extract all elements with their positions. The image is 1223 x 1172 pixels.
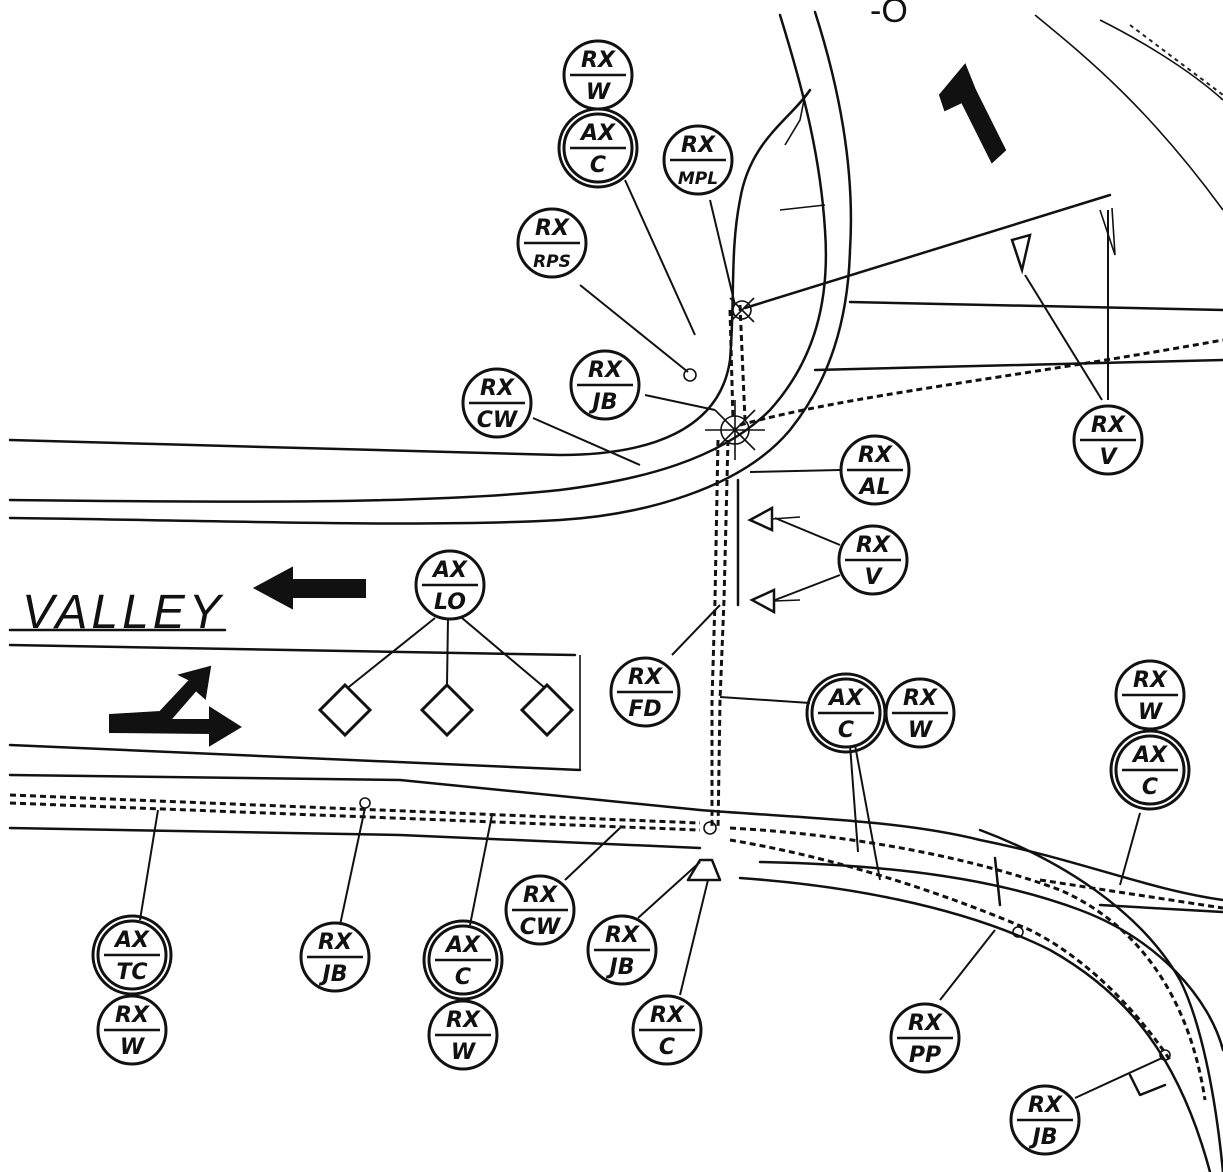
bubble-bottom-text: PP [909, 1043, 941, 1068]
label-bubble: RX CW [504, 874, 576, 946]
label-bubble: RX AL [839, 434, 911, 506]
label-bubble: RX JB [1009, 1084, 1081, 1156]
label-bubble: RX W [1114, 659, 1186, 731]
label-bubble: RX FD [609, 656, 681, 728]
label-bubble: RX CW [461, 367, 533, 439]
label-bubble: RX W [96, 994, 168, 1066]
bubble-bottom-text: W [586, 80, 612, 105]
bubble-bottom-text: C [455, 965, 471, 990]
bubble-top-text: RX [446, 1008, 481, 1033]
bubble-top-text: RX [581, 48, 616, 73]
bubble-top-text: RX [1133, 668, 1168, 693]
bubble-bottom-text: JB [319, 962, 348, 987]
label-bubble: RX V [837, 524, 909, 596]
bubble-top-text: AX [431, 558, 468, 583]
bubble-top-text: RX [858, 443, 893, 468]
label-bubble: RX C [631, 994, 703, 1066]
label-bubble: RX MPL [662, 124, 734, 196]
bubble-bottom-text: V [864, 565, 883, 590]
label-bubble: RX W [884, 677, 956, 749]
bubble-top-text: AX [444, 933, 481, 958]
bubble-outer-ring [557, 107, 639, 189]
bubble-bottom-text: W [120, 1035, 146, 1060]
bubble-bottom-text: MPL [678, 169, 718, 189]
label-bubble: AX C [805, 672, 887, 754]
north-arrow-icon [938, 63, 1007, 164]
bubble-bottom-text: LO [434, 590, 466, 615]
bubble-bottom-text: RPS [533, 252, 571, 272]
loop-detector-middle [419, 682, 475, 738]
bubble-top-text: RX [1091, 413, 1126, 438]
westbound-arrow-icon [252, 566, 366, 610]
bubble-bottom-text: JB [1029, 1125, 1058, 1150]
road-lines [8, 10, 1223, 1172]
bubble-bottom-text: JB [606, 955, 635, 980]
direction-arrows [109, 63, 1007, 747]
bubble-bottom-text: W [908, 718, 934, 743]
bubble-top-text: AX [579, 121, 616, 146]
label-bubble: AX C [557, 107, 639, 189]
bubble-top-text: AX [827, 686, 864, 711]
label-bubble: RX V [1072, 404, 1144, 476]
bubble-bottom-text: TC [116, 960, 147, 985]
leader-lines [139, 179, 1163, 1099]
label-bubble: RX RPS [516, 207, 588, 279]
bubble-top-text: RX [908, 1011, 943, 1036]
loop-detector-right [519, 682, 575, 738]
bubble-bottom-text: C [590, 153, 606, 178]
bubble-bottom-text: JB [589, 390, 618, 415]
bubble-top-text: AX [1131, 743, 1168, 768]
bubble-top-text: RX [318, 930, 353, 955]
label-bubble: AX TC [91, 914, 173, 996]
detector-loops [317, 617, 575, 738]
label-bubble: RX JB [569, 349, 641, 421]
bubble-top-text: RX [681, 133, 716, 158]
label-bubble: RX W [562, 39, 634, 111]
bubble-outer-ring [91, 914, 173, 996]
bubble-top-text: RX [903, 686, 938, 711]
bubble-top-text: RX [523, 883, 558, 908]
label-bubble: RX JB [299, 921, 371, 993]
bubble-top-text: RX [628, 665, 663, 690]
turn-arrow-icon [109, 665, 242, 747]
bubble-bottom-text: W [451, 1040, 477, 1065]
bubble-bottom-text: CW [477, 408, 519, 433]
loop-detector-left [317, 682, 373, 738]
bubble-top-text: RX [605, 923, 640, 948]
conduit-runs [9, 304, 1223, 1101]
bubble-top-text: RX [856, 533, 891, 558]
label-bubble: RX W [427, 999, 499, 1071]
bubble-bottom-text: C [659, 1035, 675, 1060]
label-bubble: RX JB [586, 914, 658, 986]
bubble-bottom-text: W [1138, 700, 1164, 725]
bubble-bottom-text: FD [628, 697, 661, 722]
label-bubble: RX PP [889, 1002, 961, 1074]
top-fragment-text: -O [870, 0, 908, 30]
bubble-outer-ring [1109, 729, 1191, 811]
label-bubble: AX C [422, 919, 504, 1001]
bubble-top-text: RX [588, 358, 623, 383]
bubble-bottom-text: CW [520, 915, 562, 940]
bubble-top-text: RX [1028, 1093, 1063, 1118]
street-name: VALLEY [22, 586, 225, 639]
bubble-top-text: RX [650, 1003, 685, 1028]
bubble-bottom-text: AL [857, 475, 890, 500]
bubble-bottom-text: C [838, 718, 854, 743]
bubble-top-text: RX [115, 1003, 150, 1028]
bubble-bottom-text: V [1099, 445, 1118, 470]
bubble-top-text: RX [480, 376, 515, 401]
bubble-top-text: AX [113, 928, 150, 953]
bubble-bottom-text: C [1142, 775, 1158, 800]
bubble-top-text: RX [535, 216, 570, 241]
label-bubble: AX LO [414, 549, 486, 621]
label-bubble: AX C [1109, 729, 1191, 811]
bubble-outer-ring [422, 919, 504, 1001]
